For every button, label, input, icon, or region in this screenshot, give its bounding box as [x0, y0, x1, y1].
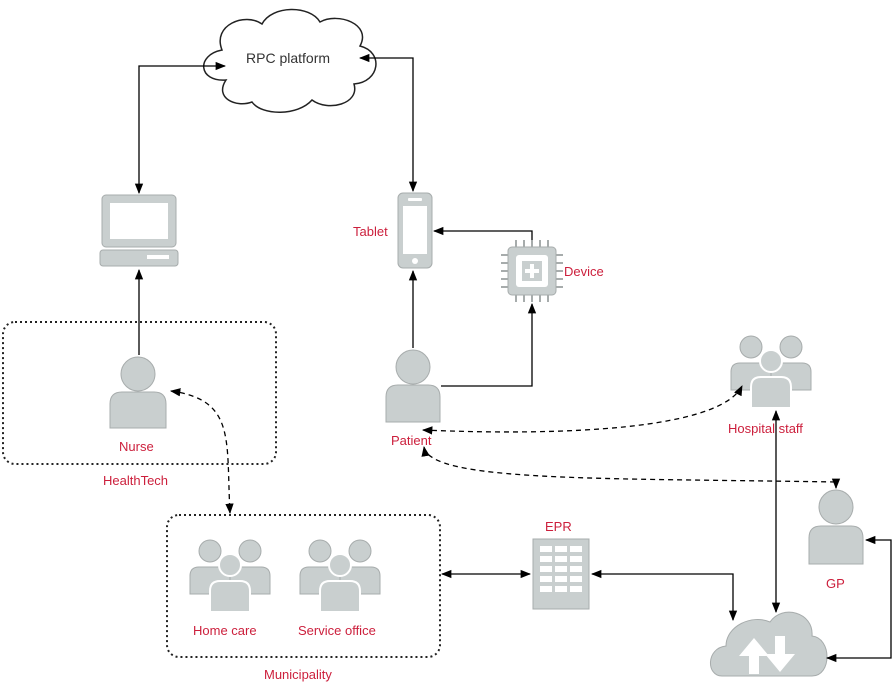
connector-cloud-computer [134, 61, 227, 195]
epr-label: EPR [545, 519, 572, 534]
healthtech-group-box [2, 321, 277, 465]
municipality-group-box [166, 514, 441, 658]
cloud-icon [203, 8, 377, 113]
hospital-staff-label: Hospital staff [728, 421, 803, 436]
connector-nurse-municipality [169, 388, 234, 515]
device-label: Device [564, 264, 604, 279]
connector-epr-cloud [590, 569, 738, 622]
tablet-label: Tablet [353, 224, 388, 239]
chip-device-icon [501, 240, 563, 302]
connector-cloud-tablet [358, 53, 418, 193]
municipality-label: Municipality [264, 667, 332, 682]
building-icon [532, 538, 590, 610]
healthtech-label: HealthTech [103, 473, 169, 488]
connector-gp-cloud [825, 535, 892, 663]
gp-label: GP [826, 576, 845, 591]
person-icon [808, 489, 864, 565]
group-icon [189, 539, 271, 613]
service-office-label: Service office [298, 623, 376, 638]
tablet-icon [397, 192, 433, 269]
person-icon [109, 356, 167, 429]
patient-label: Patient [391, 433, 432, 448]
desktop-computer-icon [99, 194, 179, 267]
cloud-upload-download-icon [710, 611, 828, 677]
connector-patient-hospital [421, 385, 743, 435]
connector-patient-gp [421, 445, 841, 490]
person-icon [385, 349, 441, 423]
connector-device-tablet [432, 226, 533, 240]
home-care-label: Home care [193, 623, 257, 638]
connector-patient-device [441, 302, 537, 387]
group-icon [299, 539, 381, 613]
rpc-platform-label: RPC platform [246, 50, 331, 66]
group-icon [730, 335, 812, 409]
nurse-label: Nurse [119, 439, 154, 454]
